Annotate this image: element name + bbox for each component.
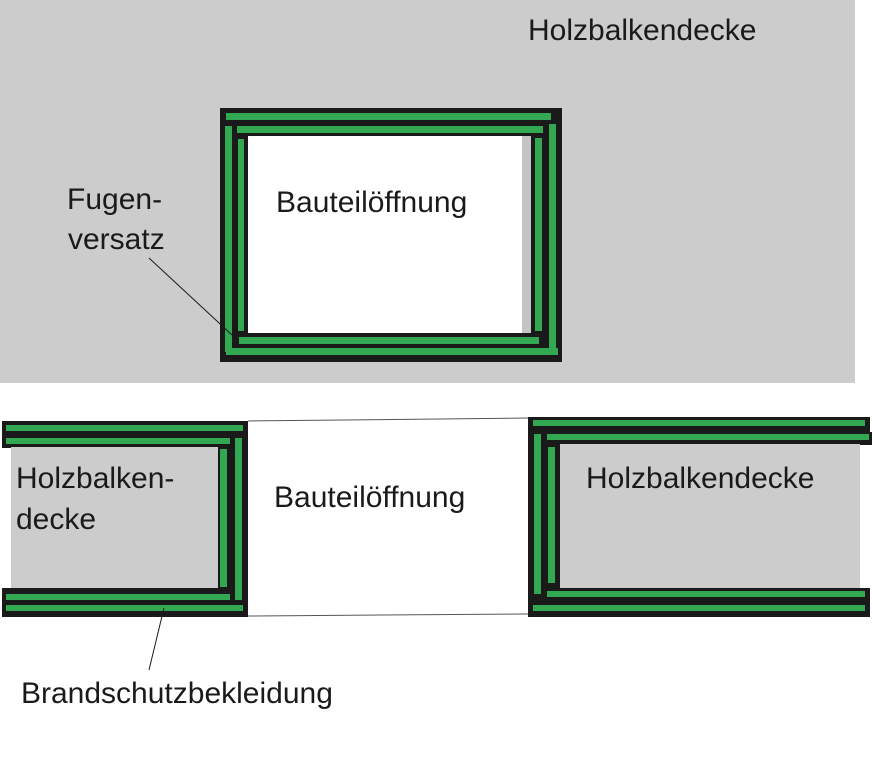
left-slab-label-line1: Holzbalken- [16,462,175,495]
joint-label-line2: versatz [68,223,165,256]
section-opening-label: Bauteilöffnung [274,481,466,514]
top-opening-label: Bauteilöffnung [276,186,468,219]
joint-leader-line [148,257,233,336]
opening-bottom-line [247,613,529,617]
right-slab-label: Holzbalkendecke [586,462,815,495]
left-slab-label-line2: decke [16,503,97,536]
left-slab-section [2,421,248,617]
cladding-leader-line [148,607,165,671]
cladding-label: Brandschutzbekleidung [21,677,333,710]
right-slab-section [528,417,872,617]
opening-top-line [247,417,529,422]
joint-label-line1: Fugen- [67,183,163,216]
top-slab-label: Holzbalkendecke [528,14,757,47]
top-opening-frame [220,108,562,362]
top-opening [248,136,531,333]
